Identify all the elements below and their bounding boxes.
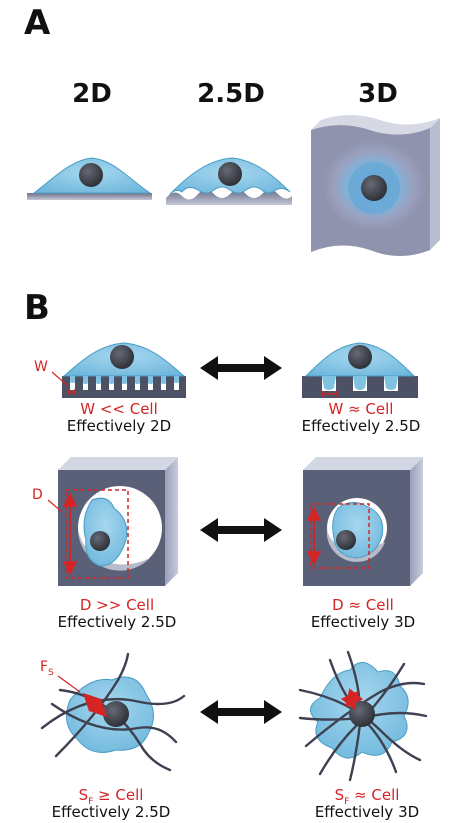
label-param-d: D bbox=[32, 487, 43, 503]
row1-right-effective: Effectively 2.5D bbox=[301, 417, 421, 435]
double-arrow-row2 bbox=[200, 518, 282, 542]
label-3d: 3D bbox=[358, 79, 398, 109]
row2-right-effective: Effectively 3D bbox=[310, 613, 416, 631]
row3-left-illustration bbox=[40, 652, 186, 772]
row3-left-effective: Effectively 2.5D bbox=[51, 803, 171, 821]
row2-left-illustration bbox=[47, 457, 178, 586]
row2-right-condition: D ≈ Cell bbox=[332, 596, 394, 614]
nucleus bbox=[218, 162, 242, 186]
label-param-w: W bbox=[34, 359, 48, 375]
panel-a-letter: A bbox=[24, 3, 51, 43]
row1-left-effective: Effectively 2D bbox=[66, 417, 172, 435]
row3-right-condition: SF ≈ Cell bbox=[334, 786, 400, 807]
row3-right-illustration bbox=[298, 650, 428, 782]
nucleus bbox=[361, 175, 387, 201]
double-arrow-row1 bbox=[200, 356, 282, 380]
row3-right-effective: Effectively 3D bbox=[314, 803, 420, 821]
row1-left-illustration bbox=[51, 342, 186, 398]
label-param-fs: FS bbox=[40, 659, 54, 678]
row1-left-condition: W << Cell bbox=[80, 400, 158, 418]
label-2-5d: 2.5D bbox=[197, 79, 265, 109]
label-2d: 2D bbox=[72, 79, 112, 109]
nucleus bbox=[110, 345, 134, 369]
row3-left-condition: SF ≥ Cell bbox=[78, 786, 144, 807]
panel-a-2d-illustration bbox=[27, 157, 152, 200]
nucleus bbox=[103, 701, 129, 727]
panel-b-letter: B bbox=[24, 288, 50, 328]
double-arrow-row3 bbox=[200, 700, 282, 724]
nucleus bbox=[349, 701, 375, 727]
panel-a-3d-illustration bbox=[311, 115, 440, 256]
nucleus bbox=[336, 530, 356, 550]
row1-right-illustration bbox=[302, 342, 418, 398]
nucleus bbox=[79, 163, 103, 187]
row2-right-illustration bbox=[303, 457, 423, 586]
row1-right-condition: W ≈ Cell bbox=[328, 400, 394, 418]
nucleus bbox=[90, 531, 110, 551]
row2-left-condition: D >> Cell bbox=[79, 596, 155, 614]
panel-a-2-5d-illustration bbox=[166, 157, 292, 205]
row2-left-effective: Effectively 2.5D bbox=[57, 613, 177, 631]
nucleus bbox=[348, 345, 372, 369]
